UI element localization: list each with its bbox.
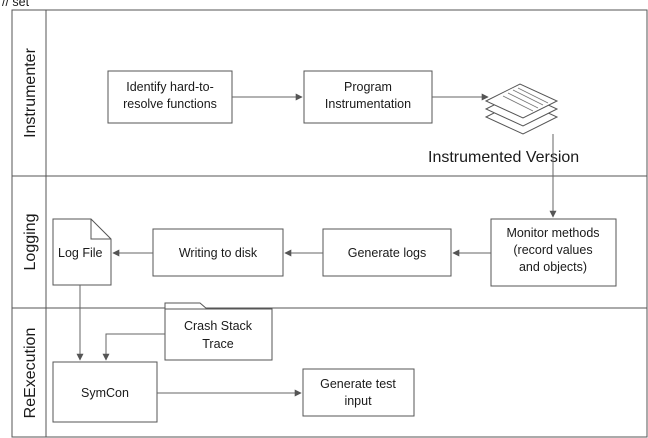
node-identify-line-1: Identify hard-to- [126, 80, 214, 94]
instrumented-version-label: Instrumented Version [428, 149, 579, 166]
node-monitor-line-3: and objects) [519, 260, 587, 274]
node-symcon: SymCon [52, 361, 158, 423]
node-crash-line-2: Trace [202, 337, 234, 351]
node-writing-label: Writing to disk [179, 246, 258, 260]
node-generate-logs-label: Generate logs [348, 246, 427, 260]
node-identify-functions: Identify hard-to- resolve functions [107, 70, 233, 124]
node-instrumentation-line-2: Instrumentation [325, 97, 411, 111]
node-symcon-label: SymCon [81, 386, 129, 400]
node-crash-line-1: Crash Stack [184, 319, 253, 333]
node-generate-logs: Generate logs [322, 228, 452, 277]
header-fragment: // set [2, 0, 30, 9]
node-log-file-label: Log File [58, 246, 103, 260]
node-generate-test-input: Generate test input [302, 368, 415, 417]
node-monitor-methods: Monitor methods (record values and objec… [490, 218, 617, 287]
node-monitor-line-2: (record values [513, 243, 592, 257]
node-program-instrumentation: Program Instrumentation [303, 70, 433, 124]
node-writing-to-disk: Writing to disk [152, 228, 284, 277]
node-generate-test-line-2: input [344, 394, 372, 408]
swimlane-frame [11, 9, 648, 438]
node-crash-stack-trace: Crash Stack Trace [164, 302, 273, 361]
node-monitor-line-1: Monitor methods [506, 226, 599, 240]
edge-crash-trace-to-symcon [102, 333, 165, 361]
node-identify-line-2: resolve functions [123, 97, 217, 111]
lane-label-logging: Logging [22, 214, 39, 271]
node-generate-test-line-1: Generate test [320, 377, 396, 391]
node-instrumentation-line-1: Program [344, 80, 392, 94]
lane-label-reexecution: ReExecution [22, 328, 39, 419]
lane-label-instrumenter: Instrumenter [22, 47, 39, 137]
node-log-file: Log File [52, 218, 112, 286]
stacked-documents-icon [484, 83, 559, 135]
